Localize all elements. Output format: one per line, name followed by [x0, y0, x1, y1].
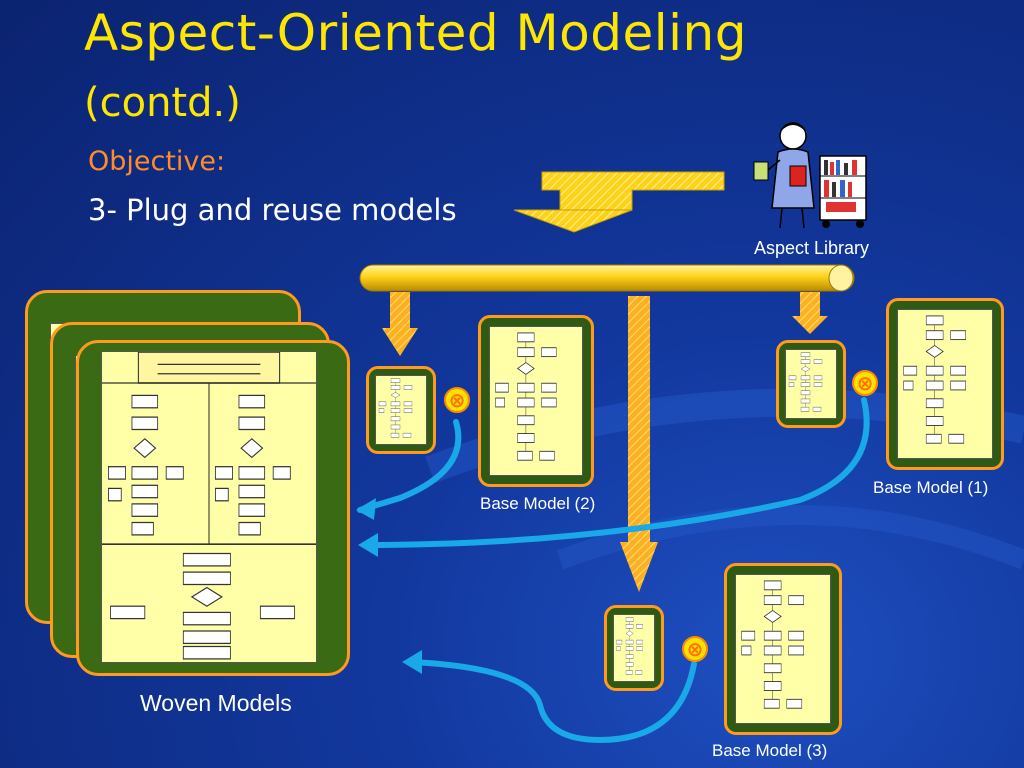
flowchart-thumbnail	[788, 352, 823, 412]
woven-flowchart	[102, 352, 316, 662]
slide-subtitle: (contd.)	[84, 80, 241, 126]
objective-point: 3- Plug and reuse models	[88, 193, 457, 227]
flowchart-thumbnail	[378, 378, 413, 438]
base-model-3-label: Base Model (3)	[712, 741, 828, 760]
down-arrow-long	[620, 296, 658, 592]
aspect-library-label: Aspect Library	[754, 238, 870, 258]
aspect-model-bottom	[604, 605, 664, 691]
aspect-pipe	[359, 264, 855, 292]
woven-model-front	[76, 340, 350, 676]
connector-1	[357, 419, 462, 513]
down-arrow-right	[792, 292, 828, 334]
librarian-icon	[753, 122, 867, 229]
base-model-1-label: Base Model (1)	[873, 478, 989, 497]
weave-operator-icon: ⊗	[682, 636, 708, 662]
slide-title: Aspect-Oriented Modeling	[84, 4, 747, 62]
connector-3	[409, 659, 697, 744]
objective-label: Objective:	[88, 146, 226, 177]
flowchart-thumbnail	[616, 617, 643, 675]
base-model-2-label: Base Model (2)	[480, 494, 596, 513]
flowchart-thumbnail	[741, 580, 804, 709]
woven-models-label: Woven Models	[140, 690, 292, 716]
bookshelf-cart-icon	[819, 155, 867, 228]
library-feed-arrow	[513, 171, 725, 233]
base-model-1	[886, 298, 1004, 470]
base-model-3	[724, 563, 842, 735]
base-model-2	[478, 315, 594, 487]
flowchart-thumbnail	[495, 332, 557, 461]
aspect-model-left	[366, 366, 436, 454]
down-arrow-left	[382, 292, 418, 356]
connector-2	[363, 397, 870, 548]
weave-operator-icon: ⊗	[444, 387, 470, 413]
aspect-model-right	[776, 340, 846, 428]
flowchart-thumbnail	[903, 315, 966, 444]
weave-operator-icon: ⊗	[852, 370, 878, 396]
